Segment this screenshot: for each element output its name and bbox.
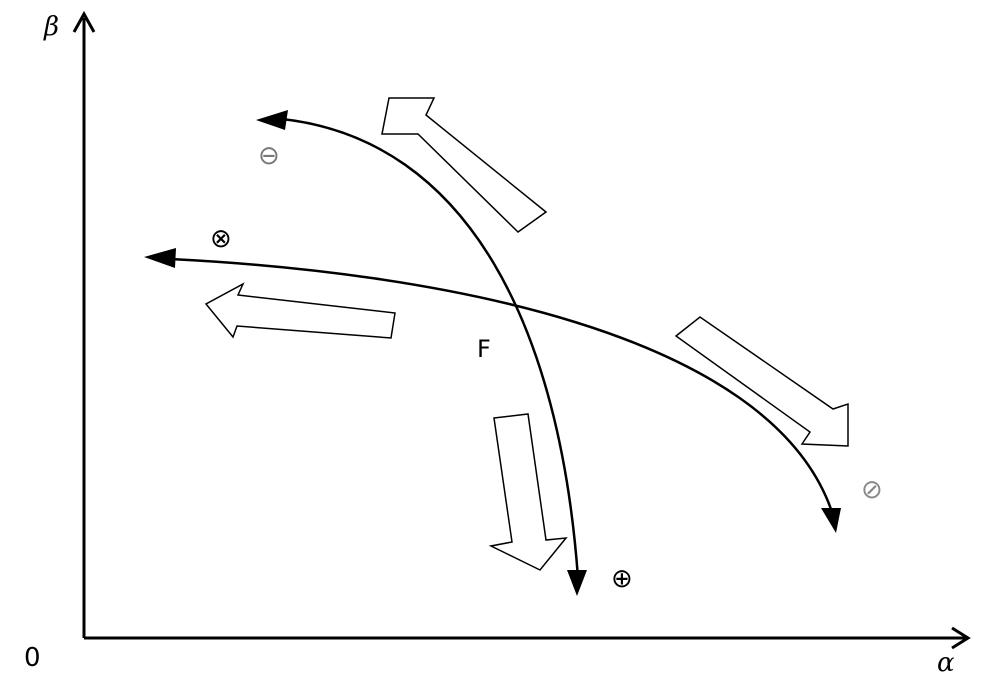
arrowhead-curve-slash bbox=[821, 508, 841, 533]
circled-plus-icon: ⊕ bbox=[611, 564, 633, 594]
curve-times-slash bbox=[169, 257, 834, 513]
hollow-arrow-up-left bbox=[381, 97, 548, 233]
arrowhead-curve-plus bbox=[567, 570, 587, 596]
arrowhead-curve-minus bbox=[256, 110, 288, 130]
circled-times-icon: ⊗ bbox=[210, 224, 232, 254]
hollow-arrow-down-right bbox=[674, 316, 849, 447]
hollow-arrow-down bbox=[488, 413, 568, 571]
circled-slash-icon: ⊘ bbox=[861, 475, 883, 505]
curve-minus-plus bbox=[281, 117, 580, 579]
arrowhead-curve-times bbox=[144, 248, 176, 268]
x-axis-arrowhead bbox=[951, 626, 971, 650]
hollow-arrow-left bbox=[204, 282, 396, 339]
circled-minus-icon: ⊖ bbox=[258, 141, 280, 171]
origin-label: 0 bbox=[24, 643, 41, 673]
intersection-point-label: F bbox=[477, 335, 491, 363]
x-axis-label: α bbox=[937, 648, 955, 678]
y-axis-arrowhead bbox=[72, 10, 96, 33]
y-axis-label: β bbox=[44, 12, 60, 42]
